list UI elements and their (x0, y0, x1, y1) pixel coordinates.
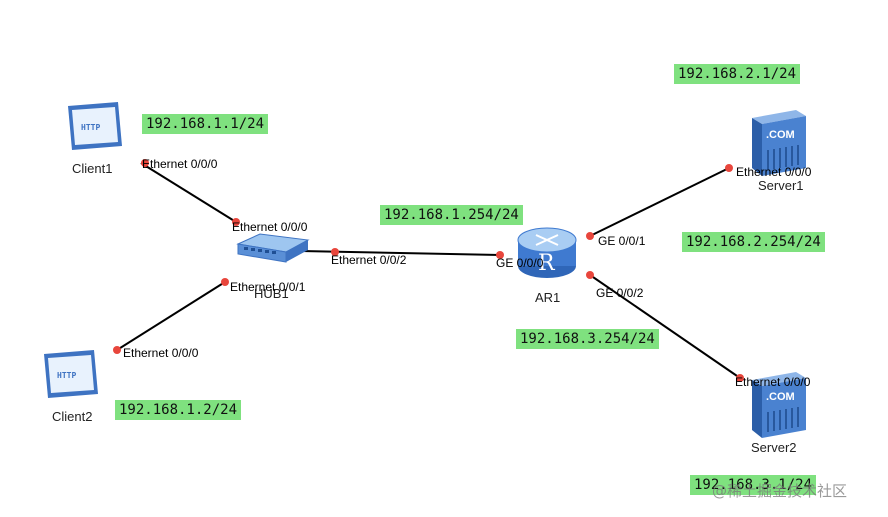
server2-icon[interactable]: .COM (752, 372, 806, 438)
ip-client1: 192.168.1.1/24 (142, 114, 269, 134)
router-glyph: R (538, 251, 556, 276)
ip-ar1-ge000: 192.168.1.254/24 (380, 205, 523, 225)
link-ar1-server2[interactable] (589, 274, 741, 379)
port-dot-hub1-e001 (221, 278, 229, 286)
client2-port-label: Ethernet 0/0/0 (123, 346, 199, 360)
client1-screen-text: HTTP (81, 123, 100, 132)
ar1-ge000-label: GE 0/0/0 (496, 256, 544, 270)
client1-icon[interactable]: HTTP (68, 102, 122, 150)
port-dot-ar1-ge002 (586, 271, 594, 279)
link-client1-hub1[interactable] (140, 162, 237, 223)
port-dot-hub1-e002 (331, 248, 339, 256)
client1-name: Client1 (72, 161, 113, 176)
link-client2-hub1[interactable] (116, 281, 226, 351)
ar1-name: AR1 (535, 290, 561, 305)
ip-ar1-ge001: 192.168.2.254/24 (682, 232, 825, 252)
server1-port-label: Ethernet 0/0/0 (736, 165, 812, 179)
port-dot-client1 (141, 159, 149, 167)
server1-name: Server1 (758, 178, 804, 193)
port-dot-server2 (736, 374, 744, 382)
client2-screen-text: HTTP (57, 371, 76, 380)
watermark: @稀土掘金技术社区 (712, 482, 848, 500)
hub-icon[interactable] (236, 233, 310, 263)
port-dot-client2 (113, 346, 121, 354)
port-dot-server1 (725, 164, 733, 172)
ip-server1: 192.168.2.1/24 (674, 64, 801, 84)
port-dot-hub1-e000 (232, 218, 240, 226)
ip-client2: 192.168.1.2/24 (115, 400, 242, 420)
port-dots (113, 159, 744, 382)
ip-server2: 192.168.3.1/24 (690, 475, 817, 495)
ar1-ge001-label: GE 0/0/1 (598, 234, 646, 248)
server1-badge: .COM (766, 129, 795, 141)
client2-name: Client2 (52, 409, 93, 424)
ip-ar1-ge002: 192.168.3.254/24 (516, 329, 659, 349)
server2-port-label: Ethernet 0/0/0 (735, 375, 811, 389)
hub1-e002-label: Ethernet 0/0/2 (331, 253, 407, 267)
port-dot-ar1-ge000 (496, 251, 504, 259)
client2-icon[interactable]: HTTP (44, 350, 98, 398)
link-ar1-server1[interactable] (589, 167, 730, 237)
server2-name: Server2 (751, 440, 797, 455)
ar1-ge002-label: GE 0/0/2 (596, 286, 644, 300)
client1-port-label: Ethernet 0/0/0 (142, 157, 218, 171)
router-icon[interactable]: R (517, 227, 577, 278)
hub1-e001-label: Ethernet 0/0/1 (230, 280, 306, 294)
server1-icon[interactable]: .COM (752, 110, 806, 176)
hub1-name: HUB1 (254, 286, 289, 301)
hub1-e000-label: Ethernet 0/0/0 (232, 220, 308, 234)
server2-badge: .COM (766, 391, 795, 403)
port-dot-ar1-ge001 (586, 232, 594, 240)
